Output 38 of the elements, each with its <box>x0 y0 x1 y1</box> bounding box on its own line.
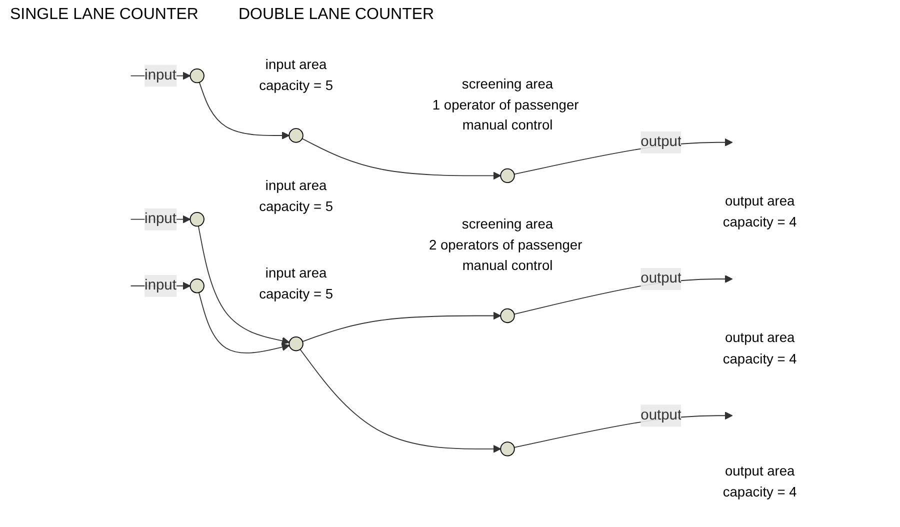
node-label: 1 operator of passenger manual control <box>432 97 579 134</box>
node-circle <box>500 442 515 456</box>
node-circle <box>190 212 204 227</box>
edge-label: input <box>144 211 176 227</box>
arrow <box>198 292 290 354</box>
node-label: screening area <box>462 76 554 92</box>
node-label: output area <box>724 194 795 210</box>
node-label: screening area <box>462 216 554 232</box>
arrow <box>300 348 501 453</box>
node-label: capacity = 5 <box>259 286 333 302</box>
node-label: output area <box>724 463 795 479</box>
node-label: capacity = 5 <box>259 198 333 214</box>
node-circle <box>190 68 204 84</box>
node-circle <box>190 278 204 294</box>
node-label: capacity = 4 <box>722 484 797 500</box>
node-label: capacity = 5 <box>259 78 333 94</box>
node-label: input area <box>265 178 327 194</box>
node-circle <box>288 128 304 143</box>
node-label: capacity = 4 <box>722 350 797 366</box>
node-label: output area <box>724 330 795 346</box>
node-label: 2 operators of passenger manual control <box>428 237 582 274</box>
section-heading: DOUBLE LANE COUNTER <box>238 6 434 25</box>
arrow <box>302 312 501 342</box>
node-circle <box>500 168 515 184</box>
arrow <box>198 226 290 345</box>
arrow <box>302 138 501 180</box>
node-label: capacity = 4 <box>722 214 797 230</box>
node-circle <box>500 308 515 324</box>
node-label: input area <box>265 265 327 281</box>
edge-label: output <box>640 270 682 286</box>
edge-label: output <box>640 407 682 423</box>
node-label: input area <box>265 56 327 73</box>
edge-label: input <box>144 68 176 84</box>
node-circle <box>288 336 304 352</box>
section-heading: SINGLE LANE COUNTER <box>10 6 198 25</box>
arrow <box>198 82 290 140</box>
edge-label: output <box>640 134 682 150</box>
edge-label: input <box>144 278 176 294</box>
